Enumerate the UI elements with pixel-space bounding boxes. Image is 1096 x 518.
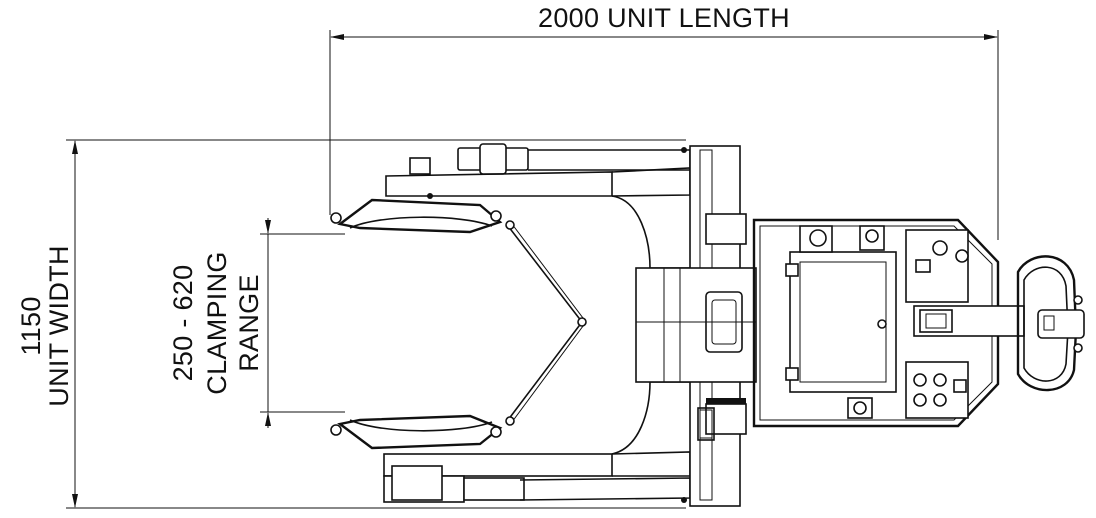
mast-assembly bbox=[635, 145, 757, 507]
clamping-dimension: 250 - 620 CLAMPING RANGE bbox=[168, 218, 345, 428]
lower-clamp-arm bbox=[330, 381, 692, 503]
clamping-range-values: 250 - 620 bbox=[168, 265, 198, 382]
range-label: RANGE bbox=[234, 274, 264, 372]
tiller-handle bbox=[913, 255, 1085, 392]
length-label: 2000 UNIT LENGTH bbox=[538, 3, 790, 33]
clamping-label: CLAMPING bbox=[202, 251, 232, 394]
width-dimension: 1150 UNIT WIDTH bbox=[16, 139, 686, 509]
length-dimension: 2000 UNIT LENGTH bbox=[329, 3, 999, 240]
clamp-linkage bbox=[505, 220, 587, 426]
upper-clamp-arm bbox=[330, 143, 692, 269]
width-text-label: UNIT WIDTH bbox=[44, 245, 74, 406]
width-value-label: 1150 bbox=[16, 296, 46, 355]
chassis-body bbox=[752, 218, 1000, 428]
